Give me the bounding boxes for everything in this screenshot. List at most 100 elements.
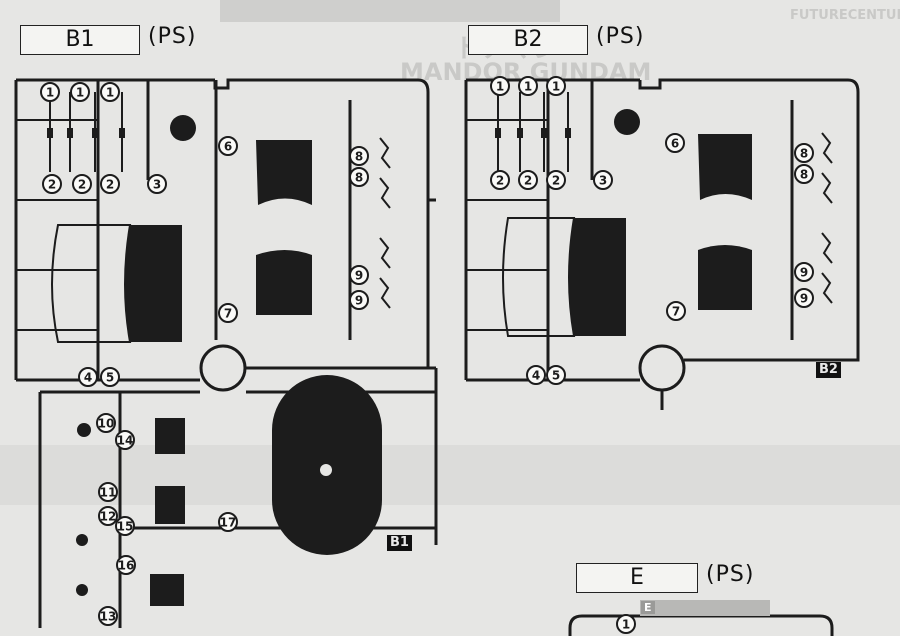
b2-marker-ring bbox=[518, 76, 538, 96]
b2-marker: 2 bbox=[546, 170, 566, 190]
sheet-label-b1: B1 bbox=[20, 25, 140, 55]
b1-marker-ring bbox=[349, 146, 369, 166]
b2-marker: 8 bbox=[794, 164, 814, 184]
b1-marker: 13 bbox=[98, 606, 118, 626]
b2-marker-num: 8 bbox=[800, 147, 808, 161]
b1-marker: 15 bbox=[115, 516, 135, 536]
b1-marker-num: 4 bbox=[84, 371, 92, 385]
b2-pin-part bbox=[495, 128, 501, 138]
b1-marker: 3 bbox=[147, 174, 167, 194]
b1-part-16 bbox=[150, 574, 184, 606]
b1-small-sprue bbox=[379, 177, 391, 209]
b2-part-7 bbox=[698, 245, 752, 310]
b1-pin-part bbox=[119, 128, 125, 138]
b1-marker: 16 bbox=[116, 555, 136, 575]
b1-part-7 bbox=[256, 250, 312, 315]
b2-marker-ring bbox=[794, 143, 814, 163]
b1-marker: 2 bbox=[72, 174, 92, 194]
b1-marker-ring bbox=[349, 290, 369, 310]
b1-marker: 11 bbox=[98, 482, 118, 502]
b1-marker: 10 bbox=[96, 413, 116, 433]
b1-marker-ring bbox=[100, 82, 120, 102]
b1-part-10 bbox=[77, 423, 91, 437]
b2-marker-ring bbox=[518, 170, 538, 190]
b1-marker-num: 10 bbox=[98, 417, 115, 431]
bg-brand-text: FUTURECENTURY bbox=[790, 8, 900, 23]
b1-marker-num: 14 bbox=[117, 434, 134, 448]
b1-marker: 17 bbox=[218, 512, 238, 532]
bg-title-band bbox=[220, 0, 560, 22]
b1-marker-ring bbox=[349, 265, 369, 285]
b1-part-17-hole bbox=[320, 464, 332, 476]
b2-marker-num: 1 bbox=[552, 80, 560, 94]
b2-marker: 7 bbox=[666, 301, 686, 321]
b2-marker-num: 6 bbox=[671, 137, 679, 151]
b1-marker-ring bbox=[147, 174, 167, 194]
b1-marker-ring bbox=[78, 367, 98, 387]
runner-tag-e: E bbox=[641, 601, 655, 614]
b1-marker: 8 bbox=[349, 167, 369, 187]
sheet-label-e: E bbox=[576, 563, 698, 593]
e-marker-ring bbox=[616, 614, 636, 634]
b2-part-4-outline bbox=[502, 217, 576, 337]
b1-marker-ring bbox=[218, 512, 238, 532]
b2-marker: 9 bbox=[794, 262, 814, 282]
b2-part-3 bbox=[614, 109, 640, 135]
b1-marker: 7 bbox=[218, 303, 238, 323]
b2-marker-ring bbox=[794, 164, 814, 184]
b2-small-sprue bbox=[821, 172, 833, 204]
b1-marker-ring bbox=[42, 174, 62, 194]
b1-marker-num: 8 bbox=[355, 171, 363, 185]
b1-marker-num: 2 bbox=[106, 178, 114, 192]
b1-marker-num: 1 bbox=[46, 86, 54, 100]
b1-marker: 1 bbox=[100, 82, 120, 102]
b2-marker-ring bbox=[490, 170, 510, 190]
b1-marker-num: 11 bbox=[100, 486, 117, 500]
b1-marker-num: 8 bbox=[355, 150, 363, 164]
b1-pin-part bbox=[92, 128, 98, 138]
b1-marker-num: 6 bbox=[224, 140, 232, 154]
b1-center-ring bbox=[199, 344, 247, 392]
runner-tag-b1: B1 bbox=[387, 535, 412, 551]
b1-small-sprue bbox=[379, 237, 391, 269]
b2-marker-ring bbox=[666, 301, 686, 321]
b1-marker-num: 16 bbox=[118, 559, 135, 573]
b2-marker-num: 2 bbox=[552, 174, 560, 188]
b2-marker-num: 8 bbox=[800, 168, 808, 182]
b2-small-sprue bbox=[821, 232, 833, 264]
b1-marker-ring bbox=[98, 506, 118, 526]
b2-small-sprue bbox=[821, 132, 833, 164]
b1-part-5 bbox=[125, 225, 182, 342]
b1-marker-num: 1 bbox=[76, 86, 84, 100]
e-marker-num: 1 bbox=[622, 618, 630, 632]
b1-small-sprue bbox=[379, 277, 391, 309]
b1-pin-part bbox=[67, 128, 73, 138]
b1-marker-num: 17 bbox=[220, 516, 237, 530]
b1-marker-ring bbox=[98, 606, 118, 626]
b2-marker-num: 9 bbox=[800, 266, 808, 280]
b1-marker-num: 3 bbox=[153, 178, 161, 192]
b2-part-6 bbox=[698, 134, 752, 200]
b1-marker-num: 2 bbox=[78, 178, 86, 192]
b2-marker-num: 9 bbox=[800, 292, 808, 306]
b2-marker-num: 5 bbox=[552, 369, 560, 383]
b2-marker-num: 7 bbox=[672, 305, 680, 319]
b2-frame-outer bbox=[466, 78, 860, 362]
b1-marker-num: 15 bbox=[117, 520, 134, 534]
b1-part-6 bbox=[256, 140, 312, 205]
b1-marker-ring bbox=[115, 516, 135, 536]
b2-marker-ring bbox=[526, 365, 546, 385]
b1-marker-num: 9 bbox=[355, 269, 363, 283]
b2-marker: 5 bbox=[546, 365, 566, 385]
b1-marker-num: 9 bbox=[355, 294, 363, 308]
b2-marker-num: 3 bbox=[599, 174, 607, 188]
b1-marker-ring bbox=[115, 430, 135, 450]
b1-marker-ring bbox=[72, 174, 92, 194]
b1-marker-ring bbox=[96, 413, 116, 433]
b1-marker: 1 bbox=[40, 82, 60, 102]
b1-marker-num: 7 bbox=[224, 307, 232, 321]
b2-marker: 3 bbox=[593, 170, 613, 190]
